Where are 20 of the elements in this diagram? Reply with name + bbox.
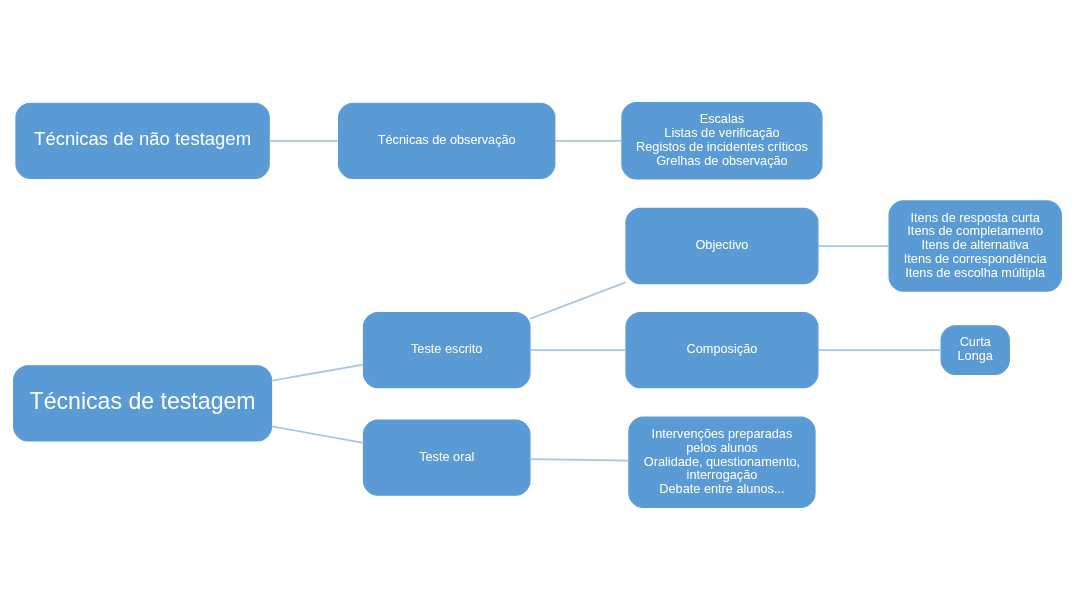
node-box: Escalas Listas de verificação Registos de incidentes críticos Grelhas de observação (621, 101, 823, 180)
node-box: Intervenções preparadas pelos alunos Oralidade, questionamento, interrogação Debate entre alunos... (628, 416, 816, 508)
node-box: Teste escrito (362, 311, 531, 388)
connector (529, 280, 627, 320)
node-box: Técnicas de não testagem (15, 102, 270, 179)
connector (529, 457, 630, 462)
node-box: Técnicas de testagem (13, 364, 273, 441)
connector (554, 139, 623, 142)
node-box: Curta Longa (940, 324, 1010, 375)
node-box: Composição (625, 311, 819, 388)
node-box: Objectivo (625, 207, 819, 284)
node-box: Técnicas de observação (338, 102, 556, 179)
node-box: Itens de resposta curta Itens de completamento Itens de alternativa Itens de correspondência Itens de escolha múltipla (888, 199, 1062, 292)
connector (270, 424, 365, 444)
connector (270, 363, 365, 382)
connector (817, 348, 942, 351)
connector (817, 244, 890, 247)
node-box: Teste oral (362, 419, 531, 496)
connector (529, 348, 627, 351)
connector (268, 139, 340, 142)
